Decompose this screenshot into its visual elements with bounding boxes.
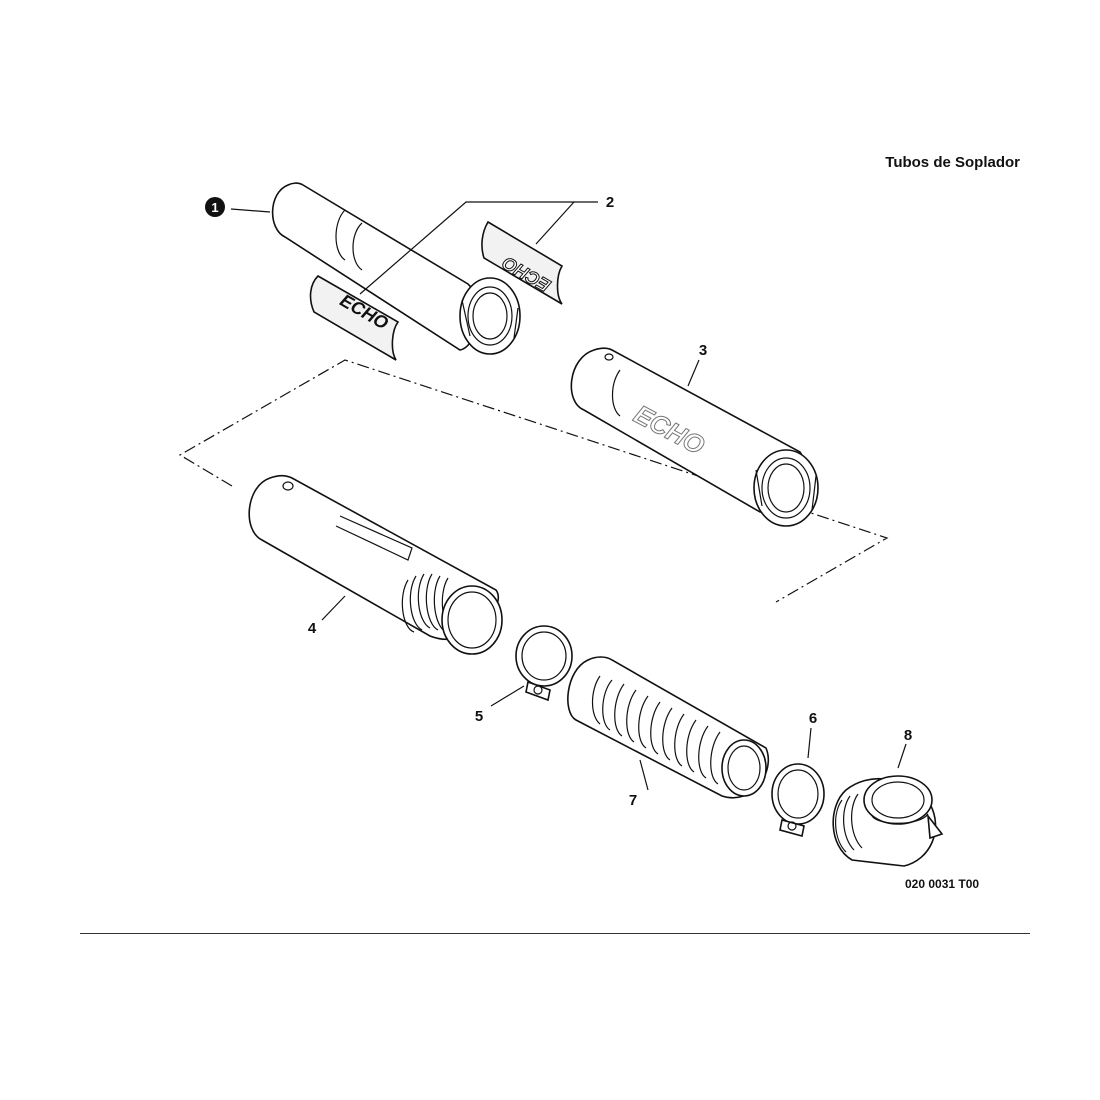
callout-4: 4 xyxy=(308,620,317,637)
callout-8: 8 xyxy=(904,727,912,744)
callout-3: 3 xyxy=(699,342,707,359)
leader-lines xyxy=(230,201,907,791)
callout-1: 1 xyxy=(205,197,225,217)
callout-5: 5 xyxy=(475,708,483,725)
footer-divider xyxy=(80,933,1030,934)
header-clip: Tubos de Soplador xyxy=(760,148,1020,172)
part-8-elbow xyxy=(832,775,944,867)
part-1-upper-pipe xyxy=(271,182,521,355)
part-5-hose-clamp xyxy=(515,625,573,702)
part-4-lower-pipe xyxy=(248,474,503,655)
callout-1-label: 1 xyxy=(211,200,218,215)
assembly-outline xyxy=(178,359,889,603)
drawing-code: 020 0031 T00 xyxy=(905,877,980,891)
part-6-hose-clamp xyxy=(771,763,825,837)
part-7-flex-hose xyxy=(567,656,769,799)
part-3-middle-pipe: ECHO xyxy=(570,347,819,527)
callout-7: 7 xyxy=(629,792,637,809)
page-title: Tubos de Soplador xyxy=(885,154,1020,171)
callout-2: 2 xyxy=(606,194,614,211)
callout-6: 6 xyxy=(809,710,817,727)
